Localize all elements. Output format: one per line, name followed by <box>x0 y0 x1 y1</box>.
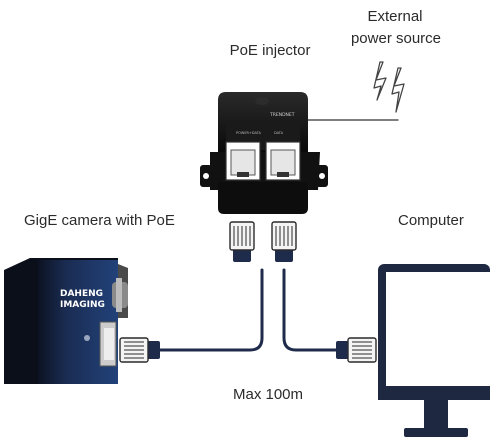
external-power-label-line2: power source <box>350 30 442 47</box>
lightning-bolt-icon <box>373 61 405 113</box>
computer-label: Computer <box>398 212 464 229</box>
injector-brand-text: TRENDNET <box>269 112 295 118</box>
rj45-connector-icon <box>229 221 255 263</box>
camera-cable <box>158 268 264 352</box>
distance-label: Max 100m <box>232 386 304 403</box>
rj45-connector-icon <box>119 337 161 363</box>
camera-logo-line1: DAHENG <box>60 289 103 299</box>
camera-icon: DAHENG IMAGING <box>4 258 128 384</box>
external-power-label-line1: External <box>367 8 423 25</box>
network-cables <box>158 119 399 352</box>
monitor-icon <box>378 264 490 437</box>
svg-text:POWER+DATA: POWER+DATA <box>236 131 262 135</box>
camera-logo-line2: IMAGING <box>60 300 105 310</box>
rj45-connector-icon <box>271 221 297 263</box>
rj45-connector-icon <box>335 337 377 363</box>
camera-label: GigE camera with PoE <box>24 212 175 229</box>
poe-injector-label: PoE injector <box>229 42 311 59</box>
svg-text:DATA: DATA <box>274 131 284 135</box>
computer-cable <box>282 268 338 352</box>
poe-injector-device: TRENDNET POWER+DATA DATA <box>200 92 328 214</box>
